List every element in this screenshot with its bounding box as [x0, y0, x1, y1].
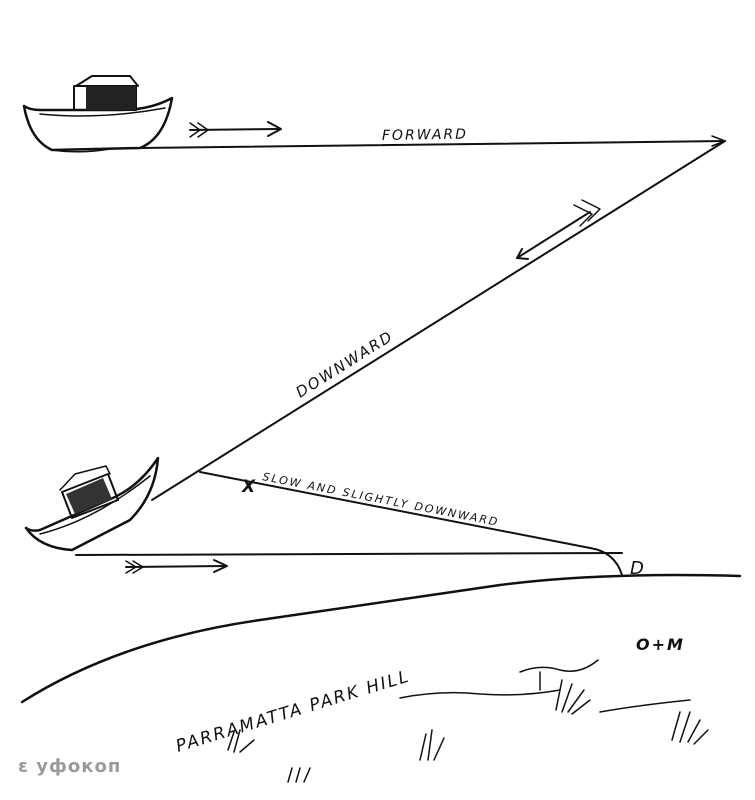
slow-path-line [199, 471, 591, 549]
forward-arrow [189, 121, 282, 138]
slow-downward-label: SLOW AND SLIGHTLY DOWNWARD [261, 470, 500, 529]
watermark-logo: ε уфокоп [18, 756, 122, 777]
forward-label: FORWARD [382, 127, 468, 144]
forward-path-line [139, 140, 726, 149]
downward-arrow [516, 199, 601, 260]
point-d-label: D [630, 558, 646, 579]
downward-path-line [151, 140, 726, 501]
point-x-marker: X [241, 477, 257, 497]
ground-texture [227, 659, 709, 783]
landing-curve [589, 547, 623, 576]
initials-label: O+M [636, 635, 685, 654]
lower-boat [24, 456, 160, 552]
ground-approach-line [75, 552, 623, 556]
lower-forward-arrow [125, 559, 228, 574]
top-boat [22, 75, 174, 153]
hill-outline [20, 573, 742, 704]
hill-label: PARRAMATTA PARK HILL [174, 666, 413, 756]
downward-label: DOWNWARD [293, 327, 397, 401]
